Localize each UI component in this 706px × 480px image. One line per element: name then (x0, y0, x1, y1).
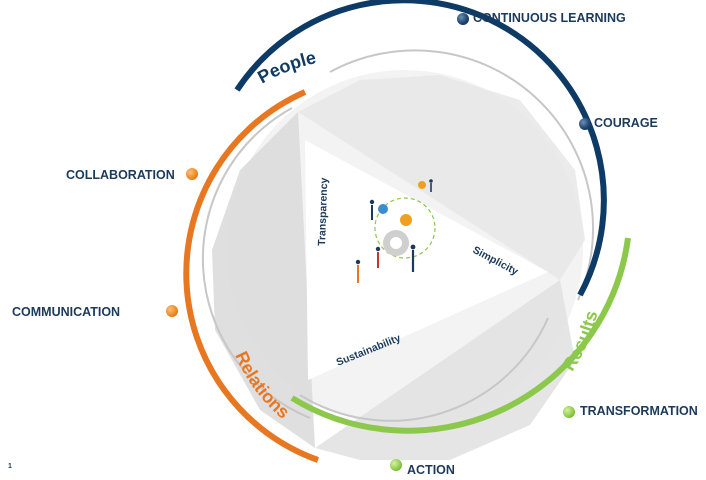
transformation-label: TRANSFORMATION (580, 404, 698, 418)
communication-dot-icon (166, 305, 178, 317)
continuous-learning-label: CONTINUOUS LEARNING (473, 11, 626, 25)
continuous-learning-dot-icon (457, 13, 469, 25)
teamwork-gears-illustration (355, 179, 436, 283)
collaboration-label: COLLABORATION (66, 168, 175, 182)
center-triangle (305, 140, 548, 380)
action-dot-icon (390, 459, 402, 471)
shade-top-segment (298, 75, 585, 280)
inner-ring-relations (201, 107, 311, 419)
people-arc (234, 0, 607, 297)
results-arc (290, 237, 631, 434)
inner-ring-results (299, 317, 549, 422)
gear-icon (418, 181, 426, 189)
inner-ring-people (329, 49, 595, 301)
collaboration-dot-icon (186, 168, 198, 180)
page-number: 1 (8, 463, 12, 470)
action-label: ACTION (407, 463, 455, 477)
relations-arc (183, 89, 320, 463)
transparency-label: Transparency (316, 177, 330, 246)
transformation-dot-icon (563, 406, 575, 418)
communication-label: COMMUNICATION (12, 305, 121, 319)
shade-bottom-segment (315, 280, 575, 460)
courage-label: COURAGE (594, 116, 658, 130)
gear-icon (400, 214, 412, 226)
courage-dot-icon (579, 118, 591, 130)
gear-icon (378, 204, 388, 214)
